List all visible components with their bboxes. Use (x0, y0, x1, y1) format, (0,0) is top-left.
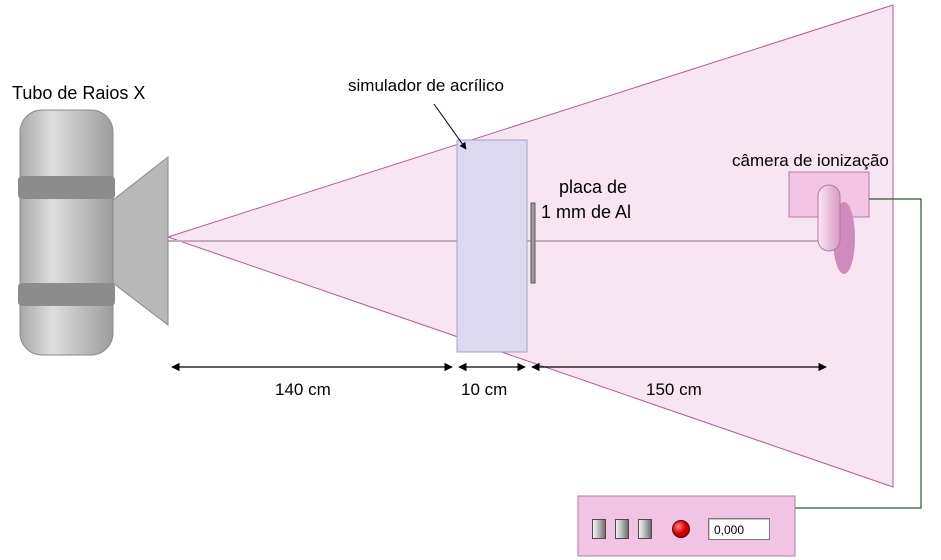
distance-label-10: 10 cm (461, 380, 507, 399)
tube-body (19, 109, 114, 356)
ionization-chamber (788, 171, 870, 274)
plate-label-line2: 1 mm de Al (541, 202, 631, 222)
chamber-label: câmera de ionização (732, 151, 889, 170)
simulator-label: simulador de acrílico (348, 76, 504, 95)
plate-label-line1: placa de (559, 177, 627, 197)
meter-button-1[interactable] (592, 519, 606, 539)
meter-button-3[interactable] (638, 519, 652, 539)
simulator-pointer (433, 103, 467, 150)
meter-readout: 0,000 (708, 518, 770, 540)
meter-cable (795, 198, 922, 509)
xray-tube (18, 109, 169, 356)
record-indicator-led[interactable] (672, 520, 690, 538)
tube-band-upper (18, 176, 115, 199)
chamber-probe (817, 184, 841, 252)
tube-label: Tubo de Raios X (12, 83, 145, 103)
tube-band-lower (18, 283, 115, 306)
tube-nozzle (112, 155, 169, 327)
acrylic-simulator (456, 139, 528, 353)
distance-label-150: 150 cm (646, 380, 702, 399)
distance-label-140: 140 cm (275, 380, 331, 399)
aluminum-plate (530, 202, 536, 284)
meter-button-2[interactable] (615, 519, 629, 539)
